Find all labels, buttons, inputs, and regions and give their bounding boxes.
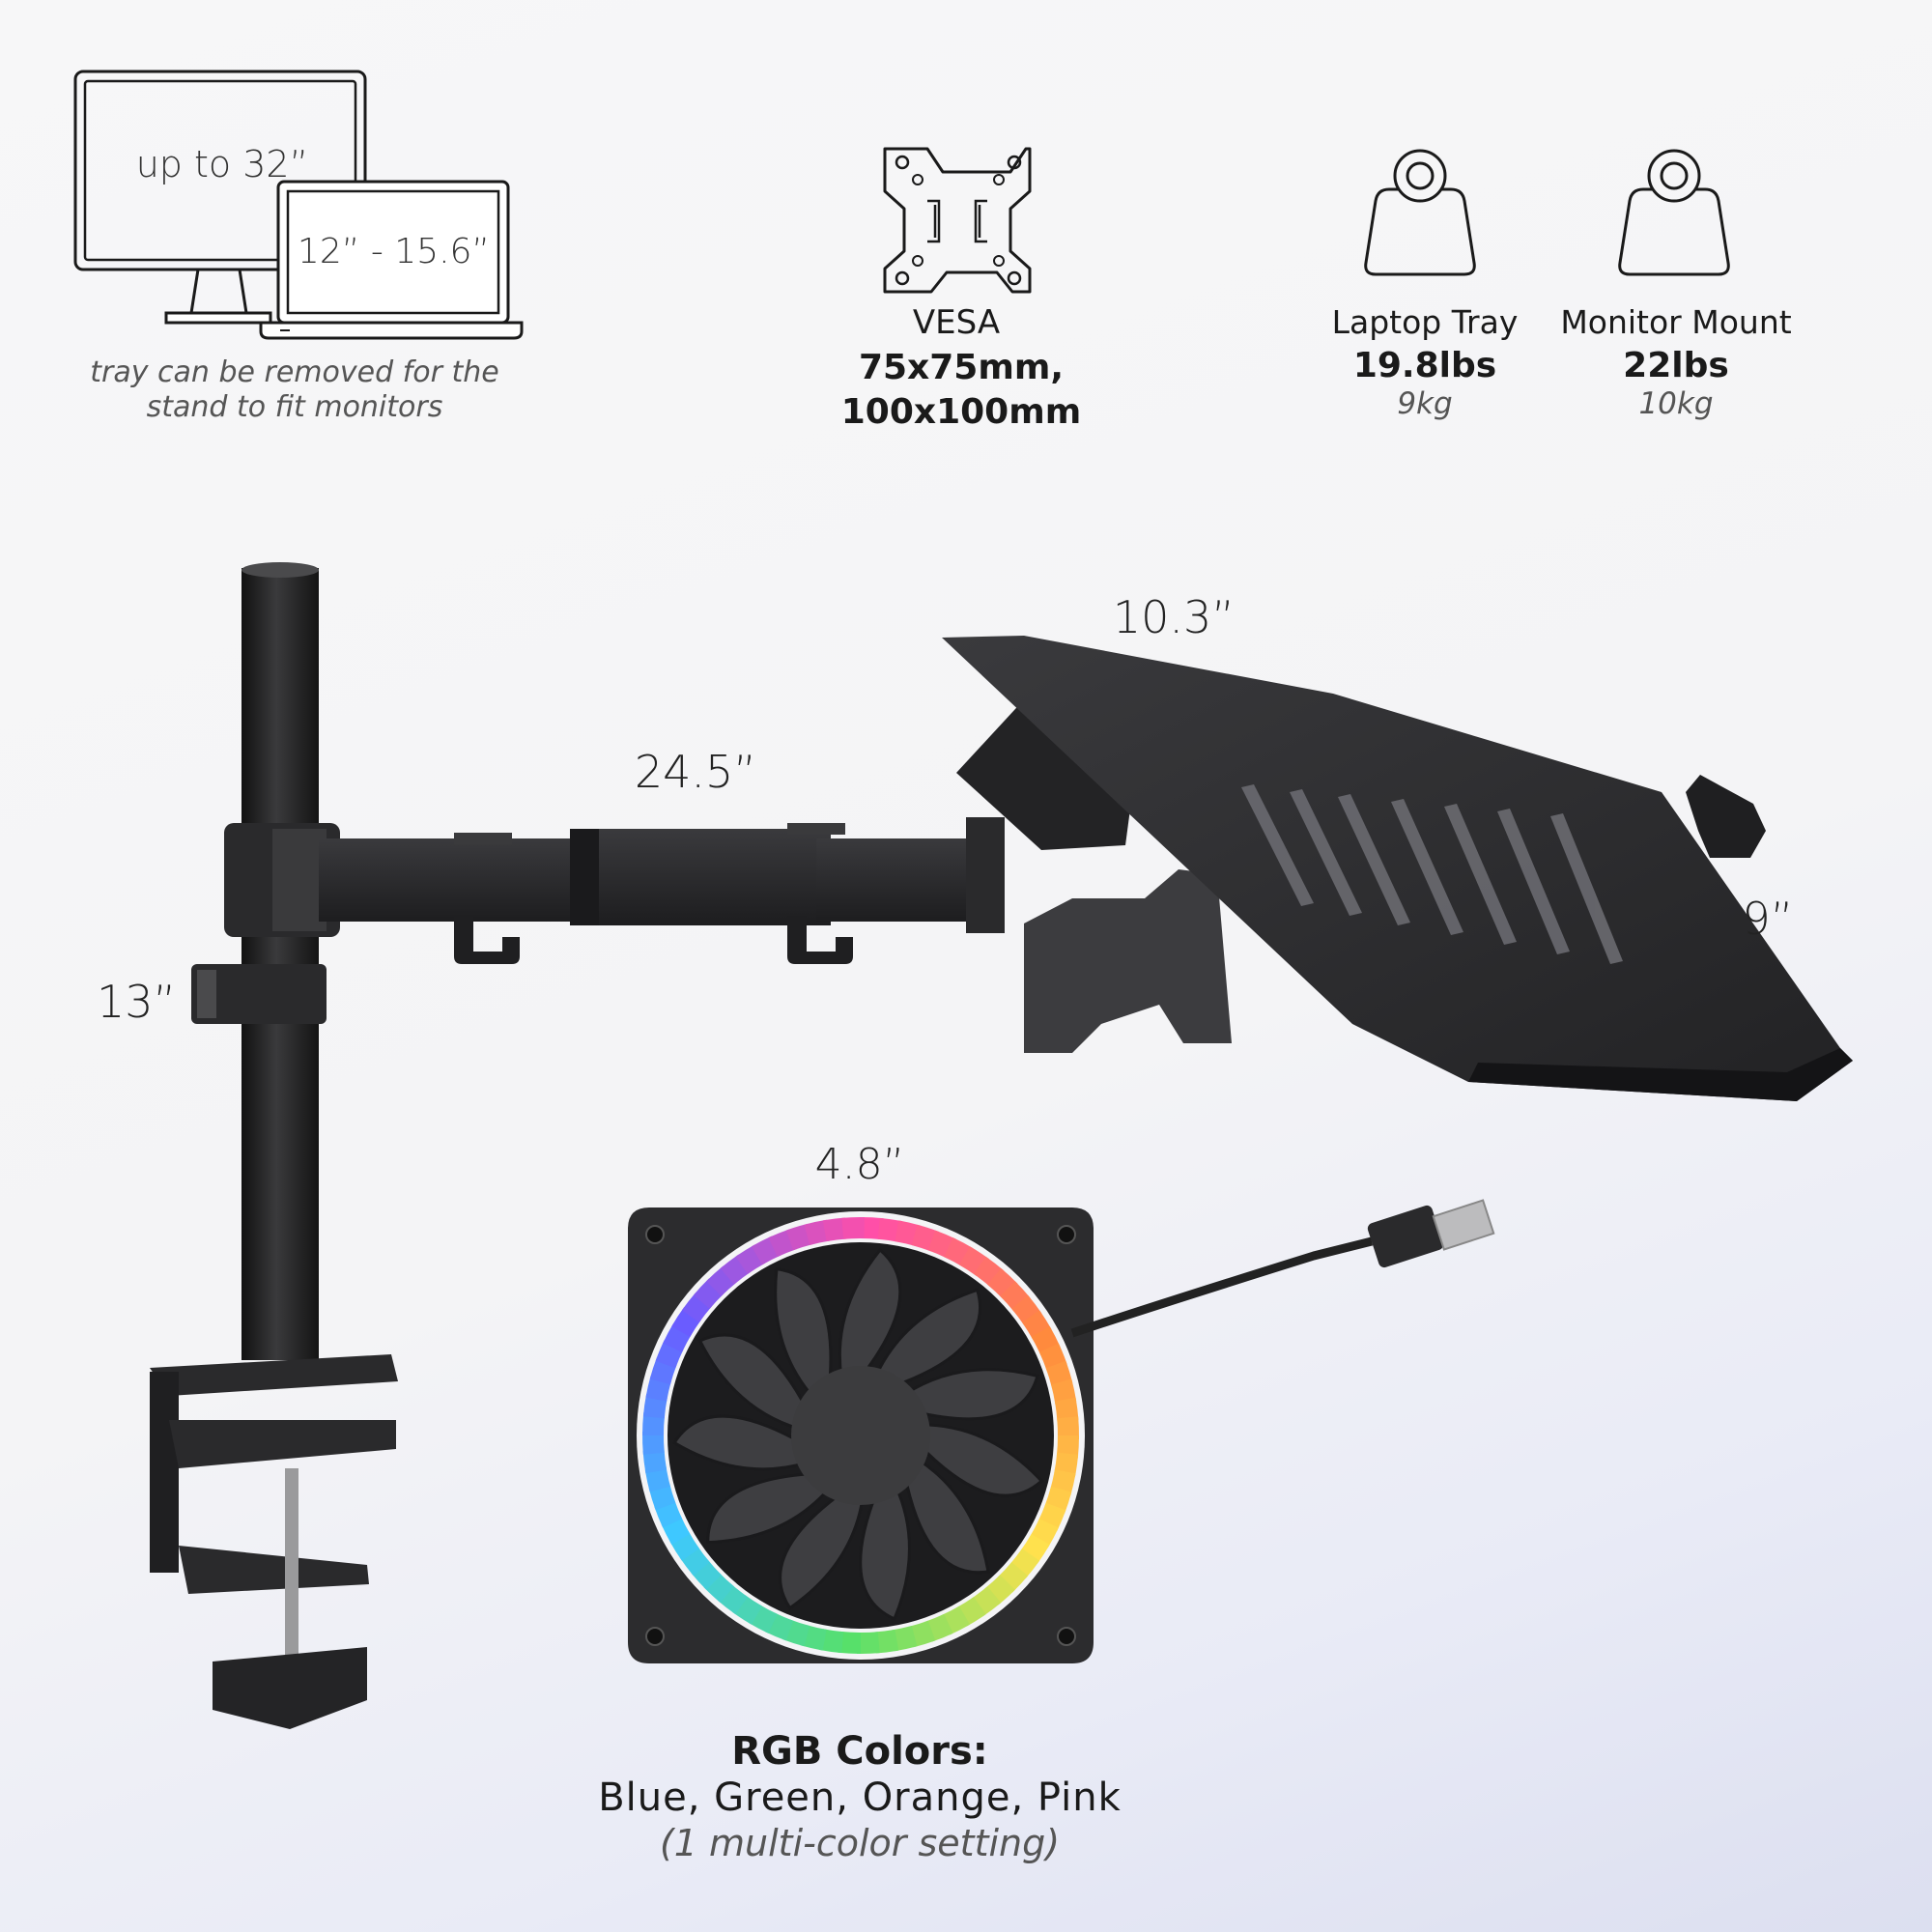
pole-collar <box>191 964 327 1024</box>
monitor-mount-weight-name: Monitor Mount <box>1560 303 1792 341</box>
pole-height-label: 13” <box>97 976 177 1028</box>
arm-length-label: 24.5” <box>634 746 757 798</box>
fan-blade <box>838 1247 902 1379</box>
fan-blade <box>873 1288 982 1389</box>
fan-blade <box>779 1489 865 1610</box>
fan-blade <box>706 1471 832 1545</box>
rgb-colors-title: RGB Colors: <box>731 1729 988 1774</box>
monitor-mount-weight-icon <box>1618 149 1730 276</box>
vesa-title: VESA <box>912 303 1001 342</box>
rgb-ring-segments <box>642 1217 1079 1654</box>
monitor-mount-weight-imperial: 22lbs <box>1623 346 1729 385</box>
tray-width-label: 10.3” <box>1112 591 1236 643</box>
fan-blade <box>902 1457 990 1575</box>
tray-removal-note-line1: tray can be removed for the <box>90 355 499 389</box>
laptop-tray-weight-metric: 9kg <box>1397 386 1453 421</box>
laptop-tray-weight-imperial: 19.8lbs <box>1352 346 1497 385</box>
vesa-size-line1: 75x75mm, <box>858 348 1065 387</box>
arm-pivot <box>224 823 340 937</box>
laptop-size-label: 12” - 15.6” <box>297 232 491 271</box>
tray-removal-note-line2: stand to fit monitors <box>146 390 443 424</box>
fan-blade <box>774 1266 833 1400</box>
vesa-mount-plate <box>1024 869 1232 1053</box>
desk-clamp <box>150 1354 398 1729</box>
rgb-setting-note: (1 multi-color setting) <box>659 1822 1061 1864</box>
fan-blade <box>697 1333 810 1432</box>
fan-blades <box>672 1247 1044 1621</box>
monitor-mount-weight-metric: 10kg <box>1638 386 1714 421</box>
rgb-cooling-fan <box>628 1208 1094 1663</box>
tray-depth-label: 9” <box>1742 893 1794 945</box>
vesa-size-line2: 100x100mm <box>840 392 1082 432</box>
fan-blade <box>916 1423 1044 1497</box>
fan-blade <box>903 1368 1039 1421</box>
fan-size-label: 4.8” <box>814 1140 905 1189</box>
laptop-tray <box>942 636 1853 1101</box>
laptop-tray-weight-name: Laptop Tray <box>1331 303 1519 341</box>
fan-blade <box>672 1414 809 1471</box>
rgb-colors-list: Blue, Green, Orange, Pink <box>598 1776 1122 1820</box>
extension-arm <box>319 817 1005 964</box>
usb-cable <box>1070 1199 1495 1338</box>
monitor-size-label: up to 32” <box>135 143 309 185</box>
fan-blade <box>859 1484 911 1621</box>
mount-pole <box>242 562 319 1360</box>
laptop-tray-weight-icon <box>1364 149 1476 276</box>
